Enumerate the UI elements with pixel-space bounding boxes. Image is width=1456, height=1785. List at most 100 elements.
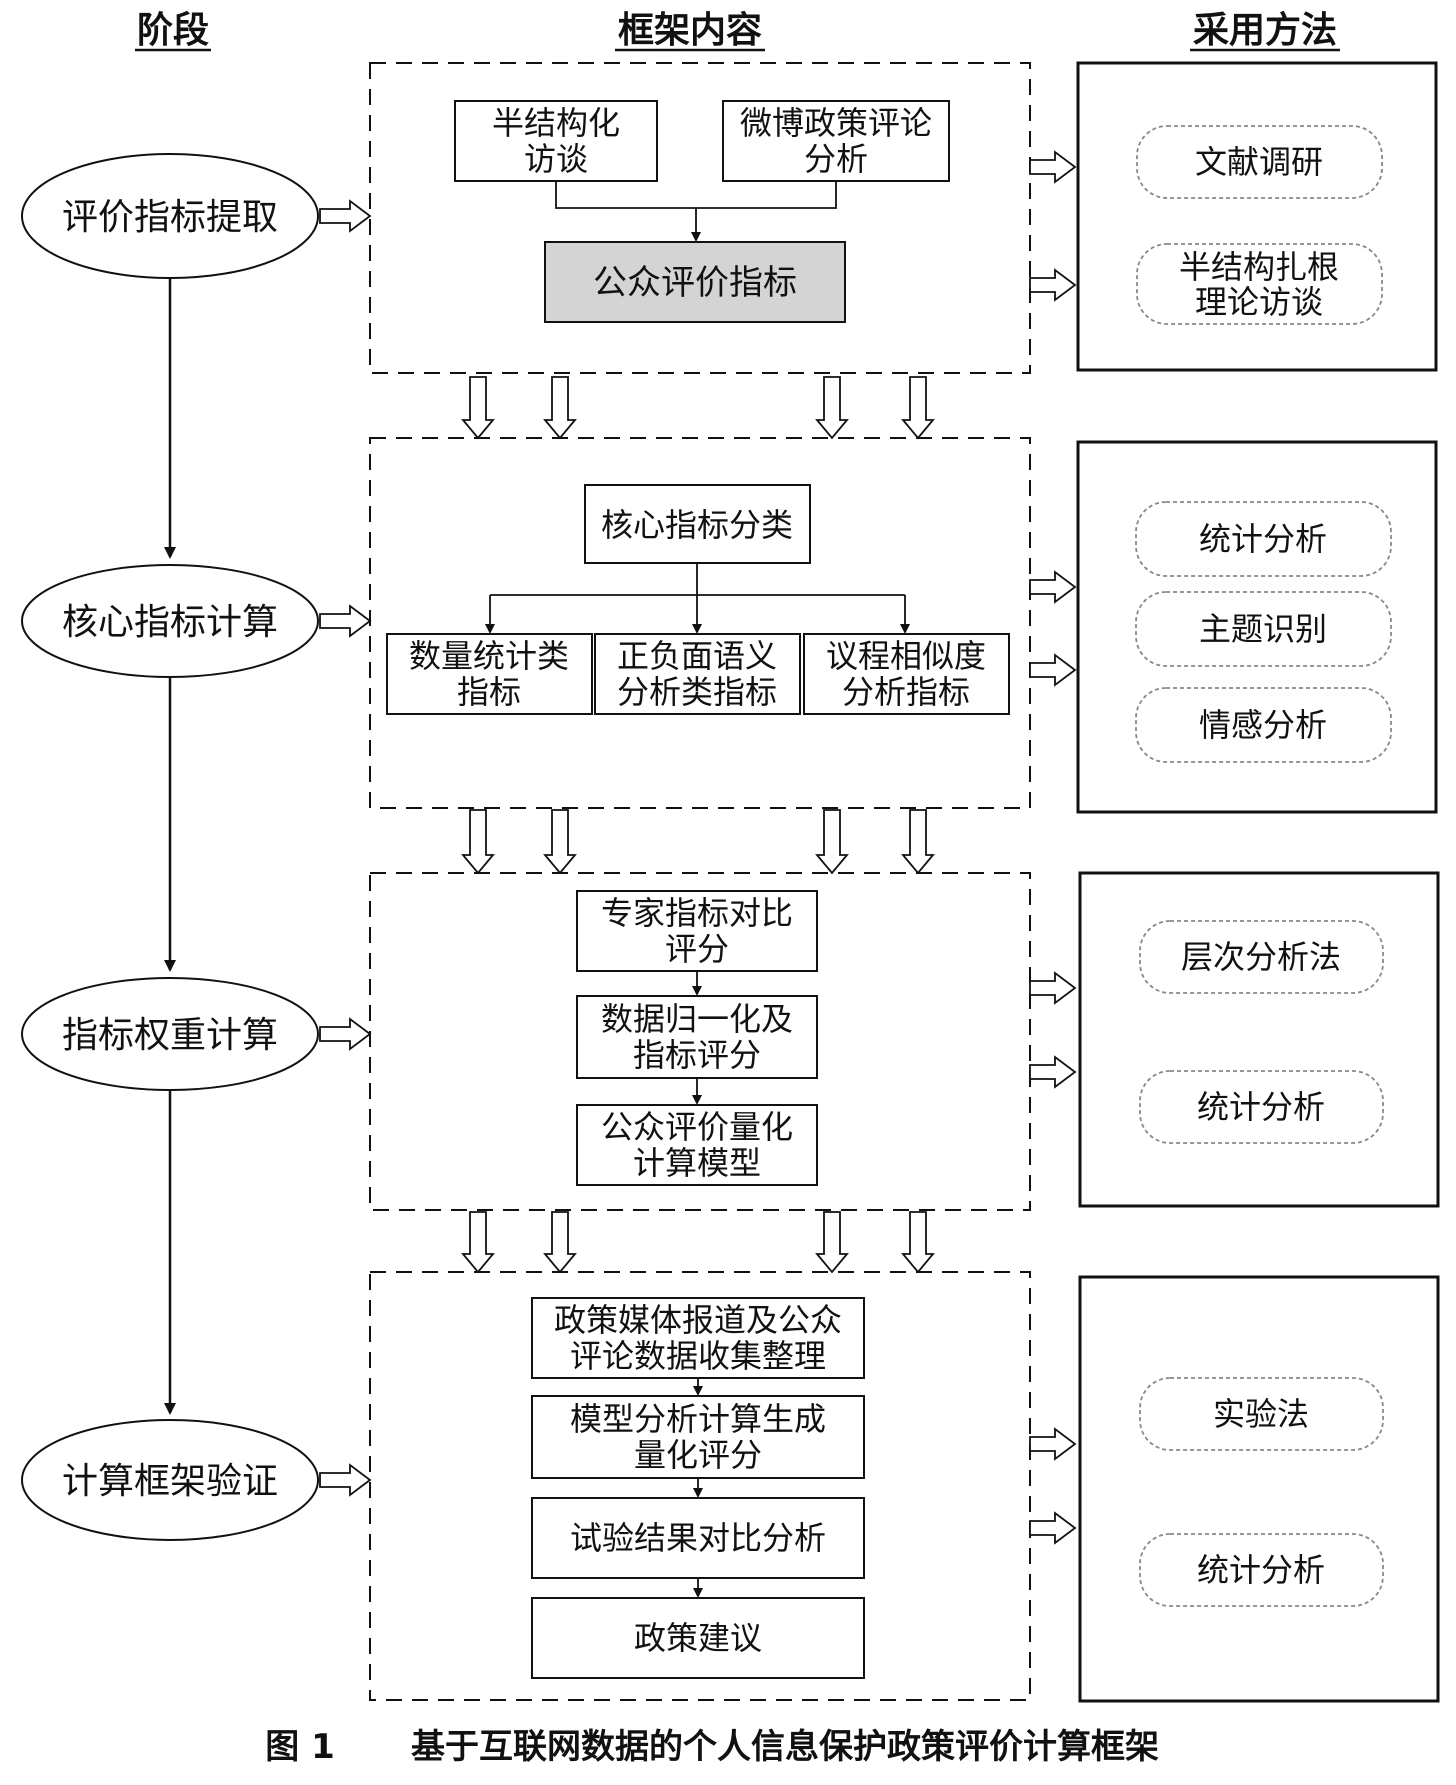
box-text-line: 数据归一化及 — [601, 1000, 793, 1038]
hollow-arrow-down — [543, 809, 577, 875]
stage-2: 核心指标计算 — [21, 564, 319, 678]
box-text-line: 指标评分 — [633, 1036, 761, 1074]
header-method: 采用方法 — [1193, 10, 1337, 51]
box-text-line: 分析 — [804, 140, 868, 178]
stage-4-label: 计算框架验证 — [62, 1461, 278, 1502]
box-text-line: 半结构化 — [492, 104, 620, 142]
content-containers — [369, 62, 1031, 1701]
method-text: 统计分析 — [1197, 1088, 1325, 1126]
method-text: 统计分析 — [1197, 1551, 1325, 1589]
stage-4-content: 政策媒体报道及公众 评论数据收集整理 模型分析计算生成 量化评分 试验结果对比分… — [531, 1297, 865, 1679]
method-text: 层次分析法 — [1181, 938, 1341, 976]
stage-to-content-arrows — [319, 199, 372, 1497]
hollow-arrow-down — [815, 376, 849, 440]
box-normalization — [576, 995, 818, 1079]
hollow-arrow-down — [461, 809, 495, 875]
stage-3: 指标权重计算 — [21, 977, 319, 1091]
method-pill — [1139, 1070, 1384, 1144]
method-text: 理论访谈 — [1195, 283, 1323, 321]
hollow-arrow-right — [319, 1017, 372, 1051]
box-agenda-index — [803, 633, 1010, 715]
box-text-line: 试验结果对比分析 — [570, 1519, 826, 1557]
column-headers: 阶段 框架内容 采用方法 — [135, 10, 1340, 52]
caption-title: 基于互联网数据的个人信息保护政策评价计算框架 — [411, 1727, 1159, 1767]
method-column: 文献调研 半结构扎根 理论访谈 统计分析 主题识别 情感分析 层次分析法 统计分… — [1076, 61, 1440, 1703]
box-model-scoring — [531, 1395, 865, 1479]
box-text-line: 公众评价指标 — [593, 263, 797, 303]
method-text: 统计分析 — [1199, 520, 1327, 558]
method-text: 实验法 — [1213, 1395, 1309, 1433]
method-pill — [1136, 125, 1383, 199]
content-to-method-arrows — [1029, 150, 1077, 1545]
box-text-line: 专家指标对比 — [601, 894, 793, 932]
method-pill — [1135, 591, 1392, 667]
stage-3-label: 指标权重计算 — [62, 1015, 278, 1056]
box-text-line: 模型分析计算生成 — [570, 1400, 826, 1438]
box-semantic-index — [594, 633, 801, 715]
box-text-line: 分析类指标 — [617, 673, 777, 711]
hollow-arrow-down — [901, 376, 935, 440]
hollow-arrow-right — [319, 604, 372, 638]
box-text-line: 分析指标 — [842, 673, 970, 711]
method-box-4 — [1078, 1275, 1440, 1703]
hollow-arrow-down — [543, 376, 577, 440]
stage-column: 评价指标提取 核心指标计算 指标权重计算 计算框架验证 — [21, 153, 319, 1541]
content-box-4 — [369, 1271, 1031, 1701]
hollow-arrow-down — [543, 1211, 577, 1274]
box-core-index-classification — [584, 484, 811, 564]
box-text-line: 评论数据收集整理 — [570, 1337, 826, 1375]
box-text-line: 指标 — [457, 673, 521, 711]
box-data-collection — [531, 1297, 865, 1379]
hollow-arrow-right — [319, 199, 372, 233]
content-box-2 — [369, 437, 1031, 809]
box-text-line: 量化评分 — [634, 1436, 762, 1474]
box-expert-scoring — [576, 890, 818, 972]
figure-caption: 图 1 基于互联网数据的个人信息保护政策评价计算框架 — [265, 1727, 1159, 1767]
box-text-line: 评分 — [665, 930, 729, 968]
box-policy-suggestion — [531, 1597, 865, 1679]
method-pill — [1136, 243, 1383, 325]
box-text-line: 微博政策评论 — [740, 104, 932, 142]
hollow-arrow-down — [815, 1211, 849, 1274]
hollow-arrow-down — [461, 376, 495, 440]
box-public-evaluation-index — [544, 241, 846, 323]
box-text-line: 议程相似度 — [826, 637, 986, 675]
content-box-3 — [369, 872, 1031, 1211]
hollow-arrow-down — [815, 809, 849, 875]
between-box-arrows — [461, 376, 935, 1274]
box-text-line: 访谈 — [524, 140, 588, 178]
box-text-line: 正负面语义 — [617, 637, 777, 675]
box-text-line: 核心指标分类 — [601, 506, 793, 544]
stage-2-content: 核心指标分类 数量统计类 指标 正负面语义 分析类指标 议程相似度 分析指标 — [386, 484, 1010, 715]
method-text: 半结构扎根 — [1179, 248, 1339, 286]
method-pill — [1139, 920, 1384, 994]
method-text: 主题识别 — [1199, 610, 1327, 648]
content-box-1 — [369, 62, 1031, 374]
method-box-3 — [1078, 871, 1440, 1208]
method-text: 情感分析 — [1199, 706, 1327, 744]
method-text: 文献调研 — [1195, 143, 1323, 181]
box-semi-structured-interview — [454, 100, 658, 182]
caption-number: 图 1 — [265, 1727, 335, 1767]
hollow-arrow-down — [901, 1211, 935, 1274]
method-pill — [1139, 1533, 1384, 1607]
box-quantification-model — [576, 1104, 818, 1186]
method-pill — [1139, 1377, 1384, 1451]
header-stage: 阶段 — [137, 10, 209, 51]
box-text-line: 数量统计类 — [409, 637, 569, 675]
stage-1-label: 评价指标提取 — [62, 197, 278, 238]
box-text-line: 政策媒体报道及公众 — [554, 1301, 842, 1339]
stage-1-content: 半结构化 访谈 微博政策评论 分析 公众评价指标 — [454, 100, 950, 323]
hollow-arrow-right — [319, 1463, 372, 1497]
box-text-line: 政策建议 — [634, 1619, 762, 1657]
box-text-line: 计算模型 — [633, 1144, 761, 1182]
method-pill — [1135, 501, 1392, 577]
box-text-line: 公众评价量化 — [601, 1108, 793, 1146]
hollow-arrow-down — [461, 1211, 495, 1274]
connector — [555, 181, 837, 209]
stage-2-label: 核心指标计算 — [62, 602, 278, 643]
stage-4: 计算框架验证 — [21, 1419, 319, 1541]
method-pill — [1135, 687, 1392, 763]
